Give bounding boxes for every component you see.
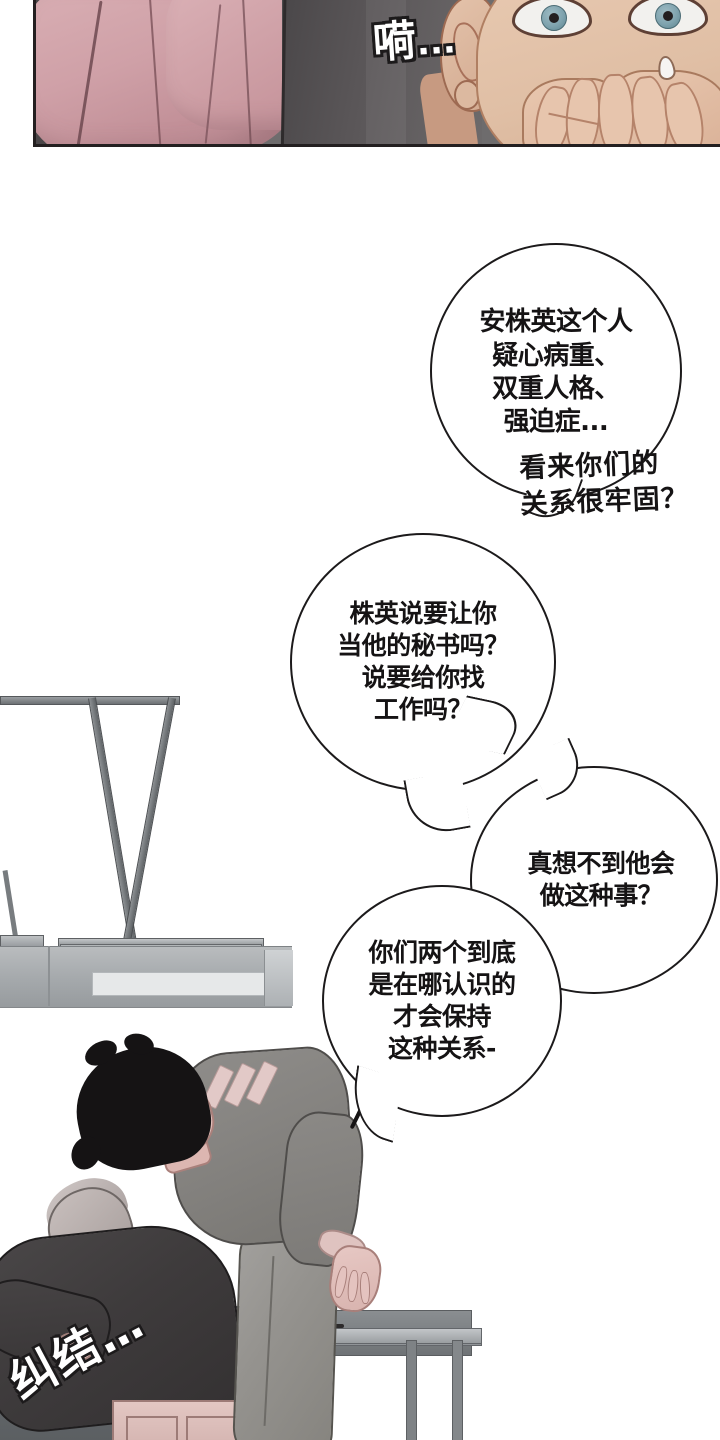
speech-bubble-1-text: 安株英这个人 疑心病重、 双重人格、 强迫症... [479,307,633,438]
slab-riser [264,950,293,1006]
pupil-right [663,11,673,21]
desk-frame-middle [0,650,300,1010]
desk-right-leg-front [406,1340,417,1440]
trouser-pocket [126,1416,178,1440]
iris-left [541,5,567,31]
desk-right-leg-back [452,1340,463,1440]
desk-leg-far [2,870,19,940]
bottom-panel [0,1030,482,1440]
bubble-3-tail [403,770,471,838]
speech-bubble-2: 株英说要让你 当他的秘书吗？ 说要给你找 工作吗？ [290,533,556,791]
top-panel: 嗬... [33,0,720,147]
eye-right [628,0,708,36]
trouser-pocket [186,1416,238,1440]
slab-seam-line [48,946,50,1006]
iris-right [655,3,681,29]
desk-leg-right [123,697,176,940]
speech-bubble-1: 安株英这个人 疑心病重、 双重人格、 强迫症... [430,243,682,499]
sound-effect-top: 嗬... [371,14,458,68]
pupil-left [549,13,559,23]
speech-bubble-4-text: 你们两个到底 是在哪认识的 才会保持 这种关系- [368,938,516,1063]
slab-inset-panel [92,972,270,996]
speech-bubble-3-text: 真想不到他会 做这种事？ [527,849,675,910]
suit-highlight [366,0,406,144]
handwritten-note-1: 看来你们的 关系很牢固？ [518,447,690,520]
eye-left [512,0,592,38]
earlobe-shape [454,80,480,110]
